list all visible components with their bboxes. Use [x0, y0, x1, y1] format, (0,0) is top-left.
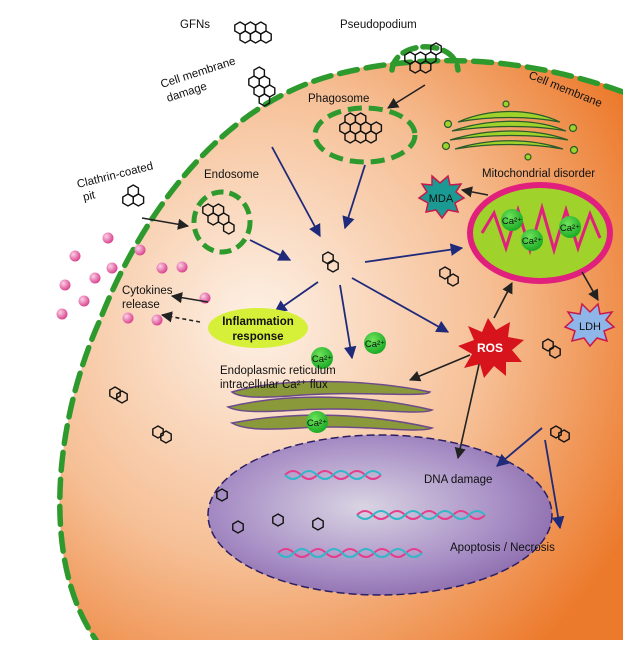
cytokines-label-1: Cytokines	[122, 285, 173, 297]
ros-burst	[458, 318, 524, 378]
mda-burst	[417, 174, 466, 220]
ros-label: ROS	[477, 341, 503, 355]
pseudopodium	[389, 44, 461, 73]
black-arrows	[141, 84, 599, 460]
phagosome-label: Phagosome	[308, 93, 369, 105]
ca-label-6: Ca²⁺	[307, 418, 327, 429]
cell-membrane	[57, 57, 623, 643]
ca-label-1: Ca²⁺	[502, 216, 522, 227]
inflammation-label-1: Inflammation	[222, 316, 294, 328]
ca-label-3: Ca²⁺	[560, 223, 580, 234]
er-label-1: Endoplasmic reticulum	[220, 365, 336, 377]
apoptosis-label: Apoptosis / Necrosis	[450, 542, 555, 554]
pseudopodium-label: Pseudopodium	[340, 19, 417, 31]
calcium-ions	[306, 209, 581, 433]
cytokines	[56, 232, 211, 326]
ca-label-5: Ca²⁺	[312, 354, 332, 365]
er-label-2: intracellular Ca²⁺ flux	[220, 379, 328, 391]
endosome-vesicle	[191, 189, 253, 255]
gfns-label: GFNs	[180, 19, 210, 31]
ca-label-4: Ca²⁺	[365, 339, 385, 350]
nucleus	[207, 434, 553, 596]
phagosome-vesicle	[312, 105, 418, 165]
dna-damage-label: DNA damage	[424, 474, 492, 486]
endoplasmic-reticulum	[225, 380, 435, 431]
dna-strands	[277, 470, 486, 558]
clathrin-label-2: pit	[82, 189, 97, 204]
mda-label: MDA	[429, 193, 454, 205]
inflammation-label-2: response	[232, 331, 283, 343]
mitochondrial-disorder-label: Mitochondrial disorder	[482, 168, 595, 180]
endosome-label: Endosome	[204, 169, 259, 181]
ldh-label: LDH	[579, 321, 601, 333]
ldh-burst	[563, 302, 616, 348]
cytokines-label-2: release	[122, 299, 160, 311]
pathway-arrows	[249, 146, 565, 530]
clathrin-label-1: Clathrin-coated	[76, 160, 155, 191]
ca-label-2: Ca²⁺	[522, 236, 542, 247]
inflammation-response-bubble	[208, 308, 308, 348]
golgi-apparatus	[441, 100, 579, 161]
